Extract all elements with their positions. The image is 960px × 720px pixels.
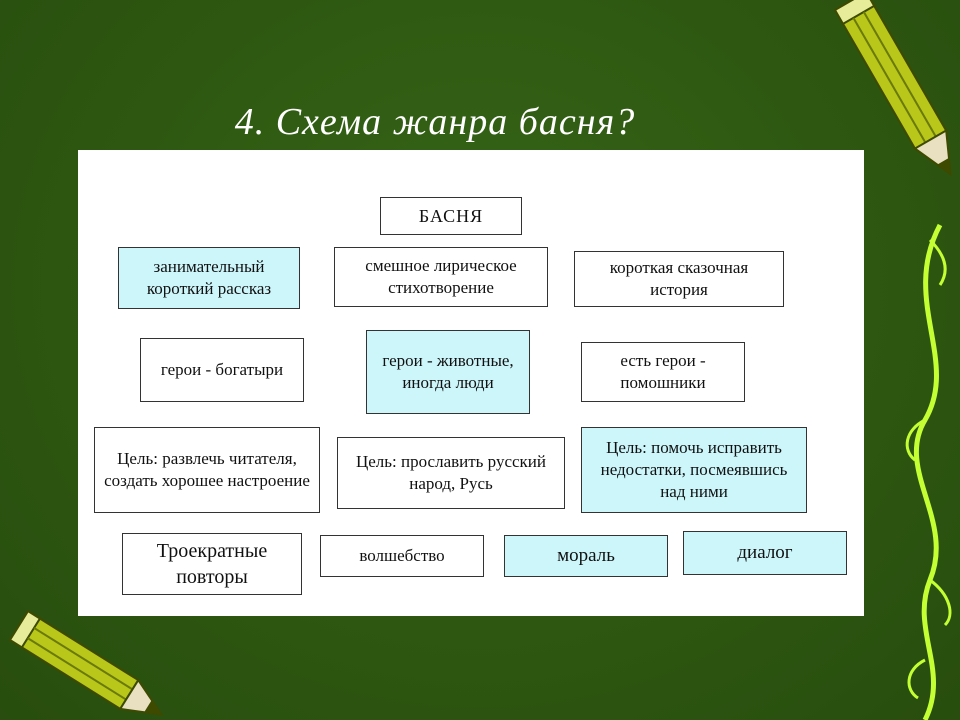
- diagram-box: диалог: [683, 531, 847, 575]
- diagram-box: волшебство: [320, 535, 484, 577]
- diagram-box: смешное лирическое стихотворение: [334, 247, 548, 307]
- root-box: БАСНЯ: [380, 197, 522, 235]
- diagram-box: мораль: [504, 535, 668, 577]
- diagram-box: короткая сказочная история: [574, 251, 784, 307]
- diagram-box: герои - богатыри: [140, 338, 304, 402]
- diagram-box: Цель: развлечь читателя, создать хорошее…: [94, 427, 320, 513]
- diagram-box: Цель: помочь исправить недостатки, посме…: [581, 427, 807, 513]
- slide-title: 4. Схема жанра басня?: [234, 101, 636, 143]
- diagram-box: есть герои - помошники: [581, 342, 745, 402]
- diagram-box: герои - животные, иногда люди: [366, 330, 530, 414]
- diagram-box: занимательный короткий рассказ: [118, 247, 300, 309]
- diagram-box: Цель: прославить русский народ, Русь: [337, 437, 565, 509]
- diagram-box: Троекратные повторы: [122, 533, 302, 595]
- diagram-panel: БАСНЯ занимательный короткий рассказ сме…: [78, 150, 864, 616]
